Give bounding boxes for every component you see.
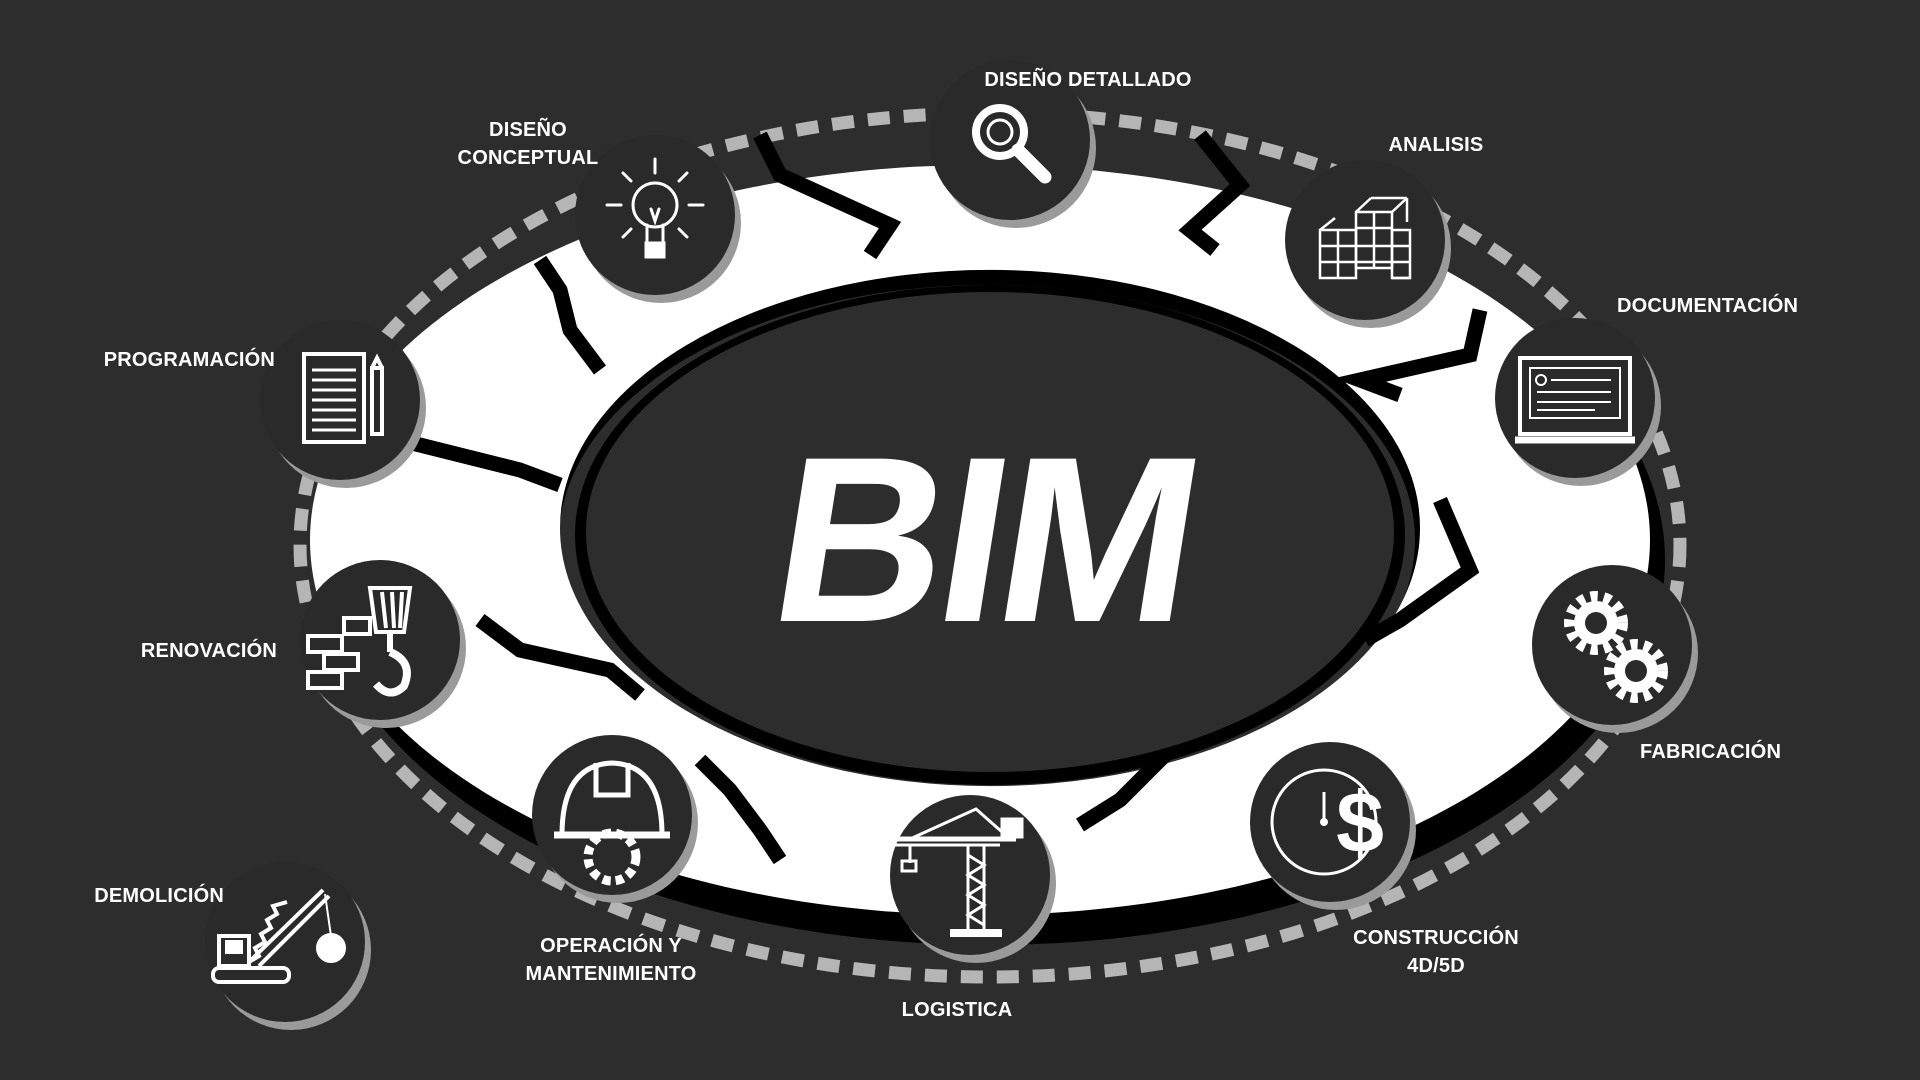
lightbulb-icon bbox=[605, 157, 705, 259]
label-documentacion: DOCUMENTACIÓN bbox=[1617, 295, 1799, 317]
node-demolicion bbox=[205, 862, 371, 1030]
structure-grid-icon bbox=[1318, 196, 1412, 280]
node-operacion bbox=[532, 735, 698, 903]
node-logistica bbox=[882, 795, 1056, 963]
label-programacion: PROGRAMACIÓN bbox=[103, 349, 275, 371]
clock-dollar-icon: $ bbox=[1270, 768, 1384, 876]
center-ellipse-fill bbox=[586, 292, 1394, 772]
monitor-document-icon bbox=[1515, 356, 1635, 444]
magnifier-icon bbox=[972, 104, 1052, 184]
hardhat-gear-icon bbox=[554, 760, 670, 886]
document-pencil-icon bbox=[302, 352, 384, 444]
label-renovacion: RENOVACIÓN bbox=[140, 640, 277, 662]
node-programacion bbox=[260, 320, 426, 488]
node-analisis bbox=[1285, 160, 1451, 328]
label-demolicion: DEMOLICIÓN bbox=[94, 885, 224, 907]
gears-icon bbox=[1564, 591, 1668, 703]
tower-crane-icon bbox=[882, 807, 1024, 937]
node-documentacion bbox=[1495, 318, 1661, 486]
label-diseno-detallado: DISEÑO DETALLADO bbox=[984, 69, 1192, 91]
label-logistica: LOGISTICA bbox=[901, 999, 1013, 1021]
node-diseno-conceptual bbox=[575, 135, 741, 303]
label-diseno-conceptual: DISEÑO CONCEPTUAL bbox=[457, 119, 599, 169]
label-construccion: CONSTRUCCIÓN 4D/5D bbox=[1353, 927, 1519, 977]
label-fabricacion: FABRICACIÓN bbox=[1640, 741, 1782, 763]
label-analisis: ANALISIS bbox=[1388, 134, 1484, 156]
node-construccion: $ bbox=[1250, 742, 1416, 910]
svg-text:$: $ bbox=[1336, 775, 1384, 871]
wrecking-ball-icon bbox=[211, 888, 346, 984]
node-renovacion bbox=[300, 560, 466, 728]
node-diseno-detallado bbox=[930, 60, 1096, 228]
node-fabricacion bbox=[1532, 565, 1698, 733]
arrow-ring bbox=[310, 165, 1650, 915]
bricks-hook-icon bbox=[306, 586, 413, 697]
center-title: BIM bbox=[756, 408, 1214, 672]
label-operacion: OPERACIÓN Y MANTENIMIENTO bbox=[525, 935, 697, 985]
